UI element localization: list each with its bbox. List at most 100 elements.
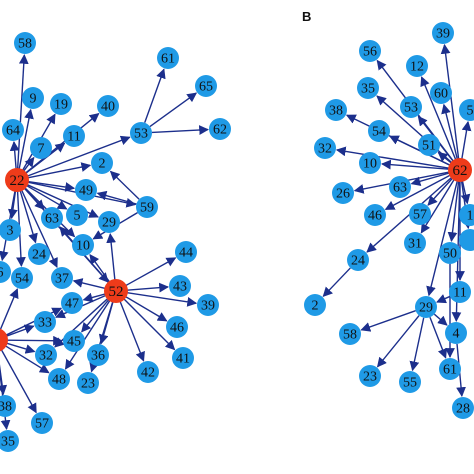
node-label: 10 bbox=[363, 157, 377, 172]
node-circle bbox=[172, 347, 194, 369]
edge-A0-A45 bbox=[6, 335, 63, 346]
node-label: 50 bbox=[443, 247, 457, 262]
edge-B62-B35 bbox=[376, 95, 453, 164]
node-circle bbox=[77, 372, 99, 394]
node-circle bbox=[368, 120, 390, 142]
node-label: 63 bbox=[45, 212, 59, 227]
node-B29: 29 bbox=[415, 296, 437, 318]
node-circle bbox=[439, 358, 461, 380]
edge-B29-B23 bbox=[376, 315, 420, 368]
node-circle bbox=[137, 361, 159, 383]
node-A53: 53 bbox=[130, 122, 152, 144]
edge-A52-A43 bbox=[126, 282, 170, 293]
node-A6: 6 bbox=[0, 261, 11, 283]
node-A42: 42 bbox=[137, 361, 159, 383]
node-label: 11 bbox=[67, 130, 80, 145]
node-B38: 38 bbox=[325, 99, 347, 121]
node-circle bbox=[0, 261, 11, 283]
node-B46: 46 bbox=[364, 204, 386, 226]
node-circle bbox=[5, 168, 29, 192]
edge-A22-A49 bbox=[27, 180, 76, 192]
node-A65: 65 bbox=[195, 75, 217, 97]
node-circle bbox=[452, 397, 474, 419]
node-circle bbox=[87, 344, 109, 366]
node-circle bbox=[14, 32, 36, 54]
edge-A52-A10 bbox=[89, 253, 111, 283]
edge-A52-A41 bbox=[123, 298, 176, 351]
node-circle bbox=[136, 196, 158, 218]
node-circle bbox=[11, 267, 33, 289]
node-label: 64 bbox=[6, 124, 20, 139]
node-circle bbox=[28, 243, 50, 265]
node-label: 29 bbox=[102, 216, 116, 231]
node-A2: 2 bbox=[91, 152, 113, 174]
node-B11: 11 bbox=[449, 281, 471, 303]
node-label: 4 bbox=[453, 327, 460, 342]
node-A41: 41 bbox=[172, 347, 194, 369]
node-label: 56 bbox=[363, 45, 377, 60]
edge-A52-A48 bbox=[64, 299, 111, 370]
edge-A0-A33 bbox=[6, 324, 35, 337]
node-A0 bbox=[0, 328, 8, 352]
node-label: 2 bbox=[312, 299, 319, 314]
node-A54: 54 bbox=[11, 267, 33, 289]
edge-A22-A40 bbox=[25, 112, 100, 174]
node-circle bbox=[0, 328, 8, 352]
node-label: 2 bbox=[99, 157, 106, 172]
edge-A22-A9 bbox=[18, 108, 34, 170]
edge-A52-A45 bbox=[81, 298, 110, 333]
edge-A0-A54 bbox=[0, 288, 19, 331]
edge-layer bbox=[0, 43, 472, 431]
node-B54: 54 bbox=[368, 120, 390, 142]
node-circle bbox=[459, 204, 474, 226]
node-circle bbox=[430, 82, 452, 104]
node-circle bbox=[34, 311, 56, 333]
node-circle bbox=[404, 232, 426, 254]
edge-A0-A48 bbox=[4, 345, 50, 374]
node-label: 35 bbox=[361, 82, 375, 97]
node-label: 23 bbox=[81, 377, 95, 392]
node-circle bbox=[104, 279, 128, 303]
node-circle bbox=[209, 118, 231, 140]
edge-A22-A7 bbox=[23, 156, 35, 172]
edge-A52-A47 bbox=[82, 292, 106, 303]
node-circle bbox=[325, 99, 347, 121]
node-label: 42 bbox=[141, 366, 155, 381]
node-label: 54 bbox=[372, 125, 386, 140]
edge-A22-A5 bbox=[26, 184, 68, 210]
edge-A22-A58 bbox=[16, 54, 29, 170]
node-circle bbox=[2, 119, 24, 141]
node-circle bbox=[169, 275, 191, 297]
node-label: 35 bbox=[1, 435, 15, 450]
node-label: 65 bbox=[199, 80, 213, 95]
node-label: 24 bbox=[351, 254, 365, 269]
node-label: 7 bbox=[38, 142, 45, 157]
node-B62: 62 bbox=[448, 158, 472, 182]
edge-A59-A49 bbox=[96, 190, 137, 205]
node-label: 32 bbox=[318, 142, 332, 157]
node-label: 51 bbox=[422, 139, 436, 154]
node-label: 12 bbox=[410, 60, 424, 75]
edge-B62-B50 bbox=[447, 180, 460, 243]
node-label: 6 bbox=[0, 266, 4, 281]
node-circle bbox=[304, 294, 326, 316]
node-A62: 62 bbox=[209, 118, 231, 140]
node-circle bbox=[175, 241, 197, 263]
edge-A22-A2 bbox=[27, 162, 92, 179]
node-label: 61 bbox=[161, 52, 175, 67]
node-circle bbox=[91, 152, 113, 174]
edge-B62-B29 bbox=[426, 180, 459, 297]
node-circle bbox=[75, 179, 97, 201]
node-label: 38 bbox=[0, 400, 12, 415]
node-label: 22 bbox=[10, 173, 25, 189]
node-A24: 24 bbox=[28, 243, 50, 265]
node-B5: 5 bbox=[459, 99, 474, 121]
node-circle bbox=[30, 137, 52, 159]
node-circle bbox=[459, 99, 474, 121]
node-label: 47 bbox=[65, 297, 79, 312]
panel-label-b: B bbox=[302, 9, 311, 24]
node-A44: 44 bbox=[175, 241, 197, 263]
node-label: 5 bbox=[74, 209, 81, 224]
node-circle bbox=[359, 152, 381, 174]
node-A35: 35 bbox=[0, 430, 19, 452]
